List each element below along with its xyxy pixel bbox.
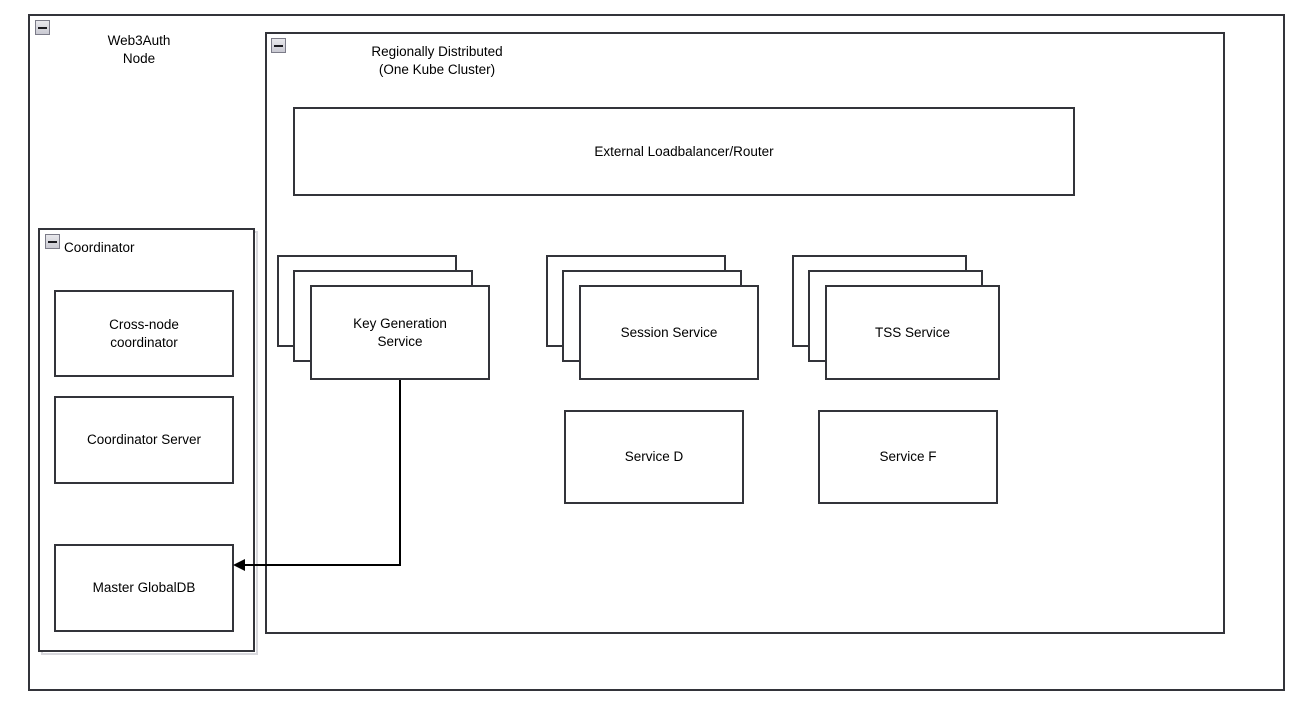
collapse-minus-icon-kube-cluster[interactable]: [271, 38, 286, 53]
node-tss-service[interactable]: [792, 255, 1000, 380]
stack-layer-front: [825, 285, 1000, 380]
node-cross-node-coordinator[interactable]: [54, 290, 234, 377]
node-coordinator-server[interactable]: [54, 396, 234, 484]
node-external-loadbalancer[interactable]: [293, 107, 1075, 196]
node-master-globaldb[interactable]: [54, 544, 234, 632]
node-service-d[interactable]: [564, 410, 744, 504]
stack-layer-front: [579, 285, 759, 380]
arrow-left-icon-to-master-globaldb: [233, 559, 245, 571]
collapse-minus-icon-coordinator[interactable]: [45, 234, 60, 249]
stack-layer-front: [310, 285, 490, 380]
node-session-service[interactable]: [546, 255, 759, 380]
node-service-f[interactable]: [818, 410, 998, 504]
container-label-coordinator: Coordinator: [64, 240, 135, 255]
node-key-generation-service[interactable]: [277, 255, 490, 380]
connector-segment-horizontal: [243, 564, 401, 566]
collapse-minus-icon-web3auth-node[interactable]: [35, 20, 50, 35]
container-label-kube-cluster: Regionally Distributed (One Kube Cluster…: [371, 44, 503, 77]
connector-segment-vertical: [399, 380, 401, 566]
container-label-web3auth-node: Web3Auth Node: [107, 33, 171, 66]
